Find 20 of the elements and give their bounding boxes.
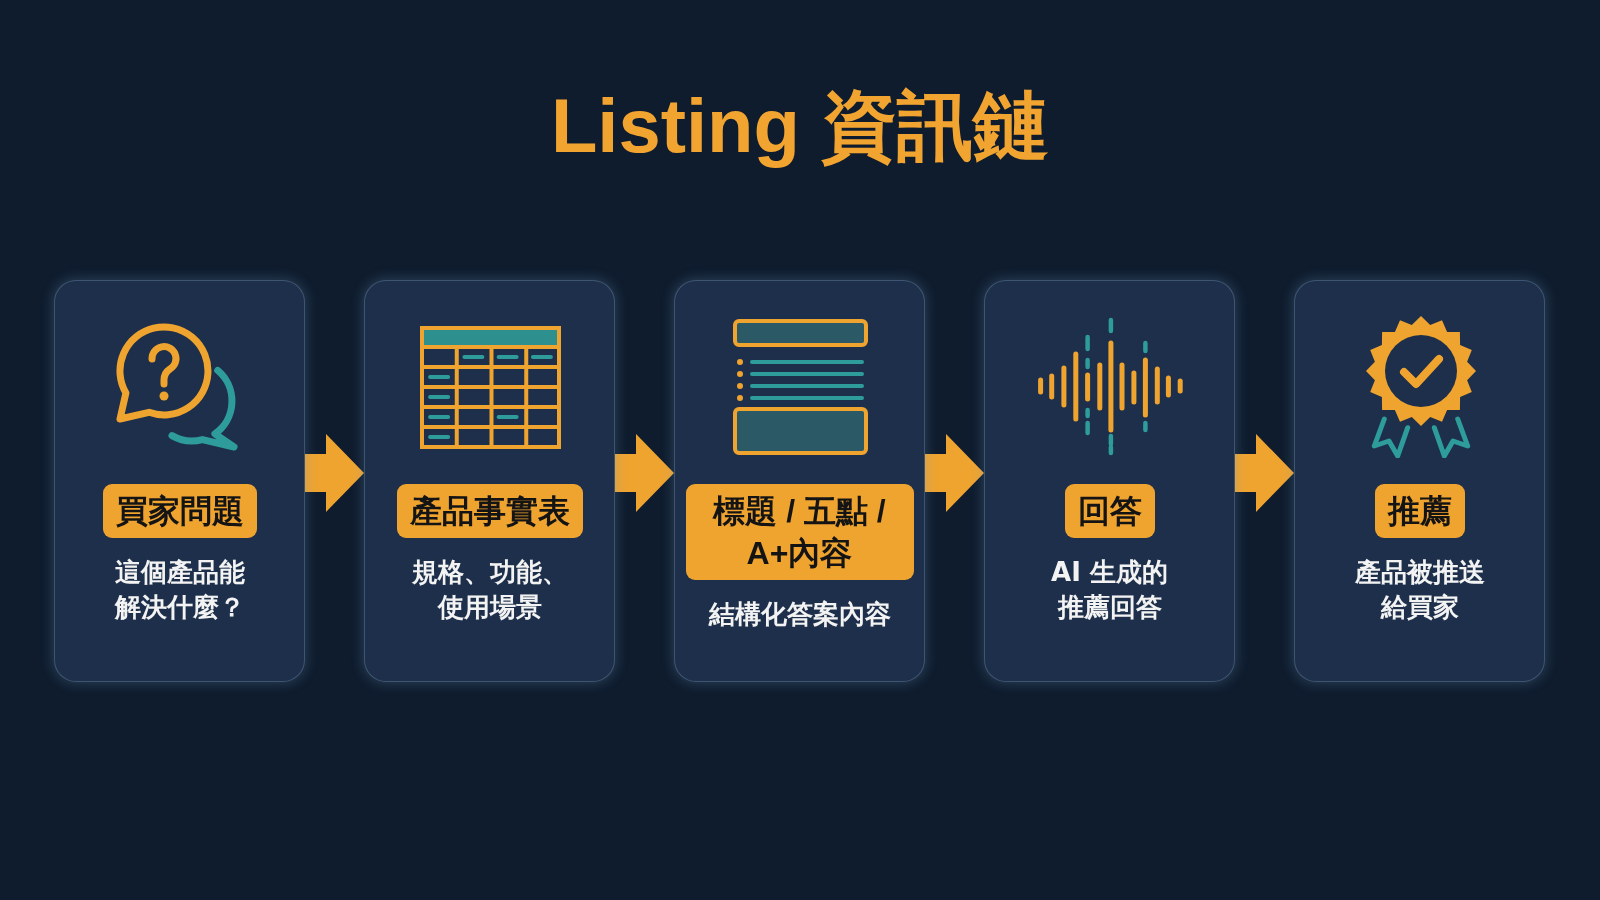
diagram-title: Listing 資訊鏈: [549, 82, 1051, 170]
step-heading: 推薦: [1374, 484, 1465, 538]
step-card: [54, 280, 305, 682]
flow-arrow: [305, 433, 364, 512]
step-description: 這個產品能解決什麼？: [113, 556, 246, 624]
step-card: [674, 280, 925, 682]
step-heading: 買家問題: [102, 484, 257, 538]
step-description: 產品被推送給買家: [1353, 556, 1486, 624]
step-description: AI 生成的推薦回答: [1050, 556, 1169, 624]
step-card: [364, 280, 615, 682]
step-description: 規格、功能、使用場景: [410, 556, 569, 624]
step-heading: 回答: [1064, 484, 1155, 538]
flow-arrow: [615, 433, 674, 512]
step-heading: 產品事實表: [396, 484, 583, 538]
step-card: [984, 280, 1235, 682]
step-heading: 標題 / 五點 / A+內容: [685, 484, 914, 580]
flow-arrow: [925, 433, 984, 512]
step-card: [1294, 280, 1545, 682]
step-description: 結構化答案內容: [707, 598, 892, 631]
flow-arrow: [1235, 433, 1294, 512]
